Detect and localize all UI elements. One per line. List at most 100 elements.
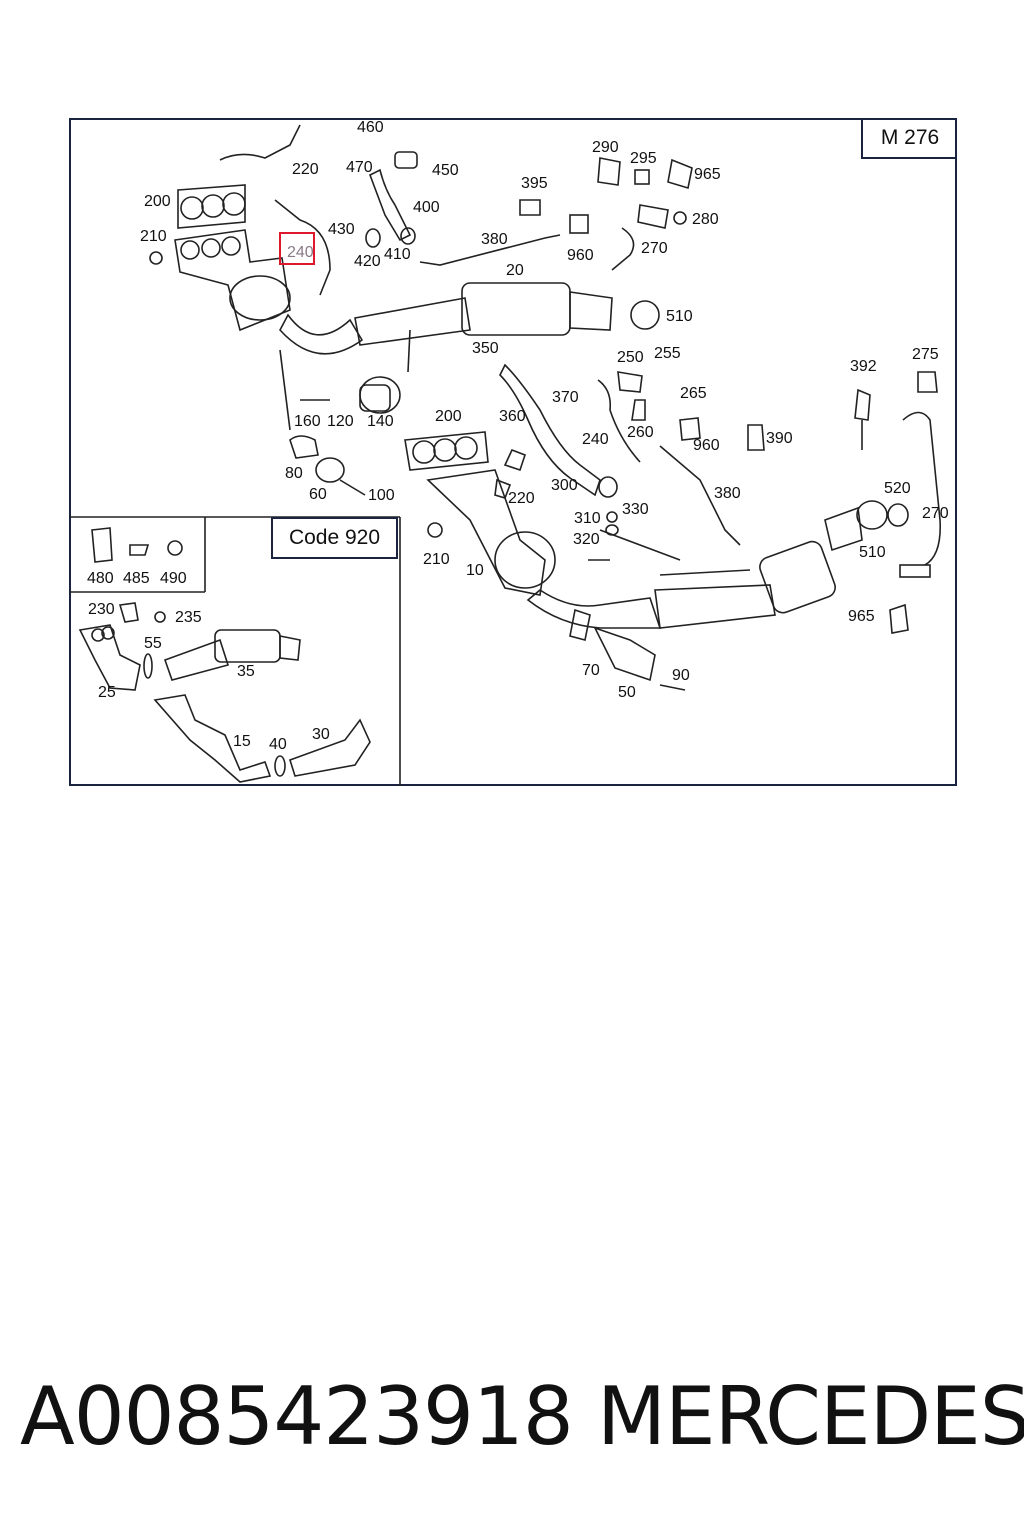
part-number: A0085423918 [20, 1370, 574, 1463]
pipe-400 [368, 168, 412, 242]
callout-210: 210 [140, 228, 167, 245]
cable-380-upper [419, 234, 561, 266]
callout-25: 25 [98, 684, 116, 701]
clamp-510-upper [630, 300, 660, 330]
callout-140: 140 [367, 413, 394, 430]
callout-200: 200 [144, 193, 171, 210]
callout-960: 960 [567, 247, 594, 264]
front-pipe-10 [526, 589, 662, 629]
callout-430: 430 [328, 221, 355, 238]
callout-40: 40 [269, 736, 287, 753]
callout-90: 90 [672, 667, 690, 684]
bracket-395 [519, 199, 541, 216]
gasket-55 [143, 653, 153, 679]
exhaust-manifold-upper [174, 229, 291, 332]
callout-460: 460 [357, 119, 384, 136]
callout-255: 255 [654, 345, 681, 362]
rear-muffler [759, 540, 836, 614]
pipe-300 [499, 363, 601, 497]
bracket-250 [617, 371, 643, 393]
callout-350: 350 [472, 340, 499, 357]
callout-380-lower: 380 [714, 485, 741, 502]
sensor-240-lower [597, 379, 641, 463]
exhaust-diagram-drawing [69, 124, 942, 786]
callout-235: 235 [175, 609, 202, 626]
callout-295: 295 [630, 150, 657, 167]
callout-410: 410 [384, 246, 411, 263]
callout-510: 510 [666, 308, 693, 325]
callout-210-lower: 210 [423, 551, 450, 568]
callout-290: 290 [592, 139, 619, 156]
nut-210 [149, 251, 163, 265]
exhaust-gasket-lower [404, 431, 489, 471]
callout-100: 100 [368, 487, 395, 504]
mount-80 [289, 435, 319, 459]
callout-270: 270 [641, 240, 668, 257]
cable-380-lower [659, 445, 741, 546]
callout-15: 15 [233, 733, 251, 750]
mount-60 [315, 457, 345, 483]
callout-260: 260 [627, 424, 654, 441]
callout-265: 265 [680, 385, 707, 402]
callout-240-highlighted: 240 [287, 244, 314, 261]
callout-300: 300 [551, 477, 578, 494]
bracket-392 [854, 388, 871, 421]
callout-20: 20 [506, 262, 524, 279]
callout-470: 470 [346, 159, 373, 176]
pipe-30 [289, 718, 371, 777]
callout-310: 310 [574, 510, 601, 527]
callout-960-lower: 960 [693, 437, 720, 454]
callout-240-lower: 240 [582, 431, 609, 448]
callout-70: 70 [582, 662, 600, 679]
callout-120: 120 [327, 413, 354, 430]
callout-270-lower: 270 [922, 505, 949, 522]
bracket-480 [91, 527, 113, 563]
callout-160: 160 [294, 413, 321, 430]
pipe-connector-20 [354, 297, 471, 346]
gasket-40 [274, 755, 286, 777]
callout-30: 30 [312, 726, 330, 743]
brand-name: MERCEDES [597, 1370, 1024, 1463]
callout-220: 220 [292, 161, 319, 178]
callout-392: 392 [850, 358, 877, 375]
exhaust-diagram-frame [69, 118, 957, 786]
callout-490: 490 [160, 570, 187, 587]
nut-490 [167, 540, 183, 556]
bracket-290 [597, 157, 621, 186]
callout-510-lower: 510 [859, 544, 886, 561]
option-code-label: Code 920 [271, 517, 398, 559]
callout-390: 390 [766, 430, 793, 447]
callout-420: 420 [354, 253, 381, 270]
callout-55: 55 [144, 635, 162, 652]
callout-395: 395 [521, 175, 548, 192]
engine-code-label: M 276 [861, 118, 957, 159]
callout-380: 380 [481, 231, 508, 248]
mount-50 [593, 626, 656, 682]
callout-80: 80 [285, 465, 303, 482]
sensor-270-upper [611, 227, 635, 271]
mount-140 [359, 376, 401, 414]
callout-35: 35 [237, 663, 255, 680]
manifold-15 [153, 694, 272, 783]
highlighted-part-marker [279, 232, 315, 265]
manifold-25 [78, 624, 141, 691]
callout-485: 485 [123, 570, 150, 587]
callout-50: 50 [618, 684, 636, 701]
callout-450: 450 [432, 162, 459, 179]
bracket-230 [118, 602, 139, 623]
callout-370: 370 [552, 389, 579, 406]
callout-220-lower: 220 [508, 490, 535, 507]
center-muffler-20 [461, 282, 571, 336]
callout-60: 60 [309, 486, 327, 503]
callout-400: 400 [413, 199, 440, 216]
callout-965-lower: 965 [848, 608, 875, 625]
callout-280: 280 [692, 211, 719, 228]
clip-485 [129, 544, 150, 556]
sensor-270-lower [902, 411, 942, 566]
callout-275: 275 [912, 346, 939, 363]
clamp-510-lower [856, 500, 888, 530]
callout-965: 965 [694, 166, 721, 183]
front-pipe-upper [279, 313, 364, 355]
sensor-240-upper [274, 199, 331, 296]
callout-250: 250 [617, 349, 644, 366]
